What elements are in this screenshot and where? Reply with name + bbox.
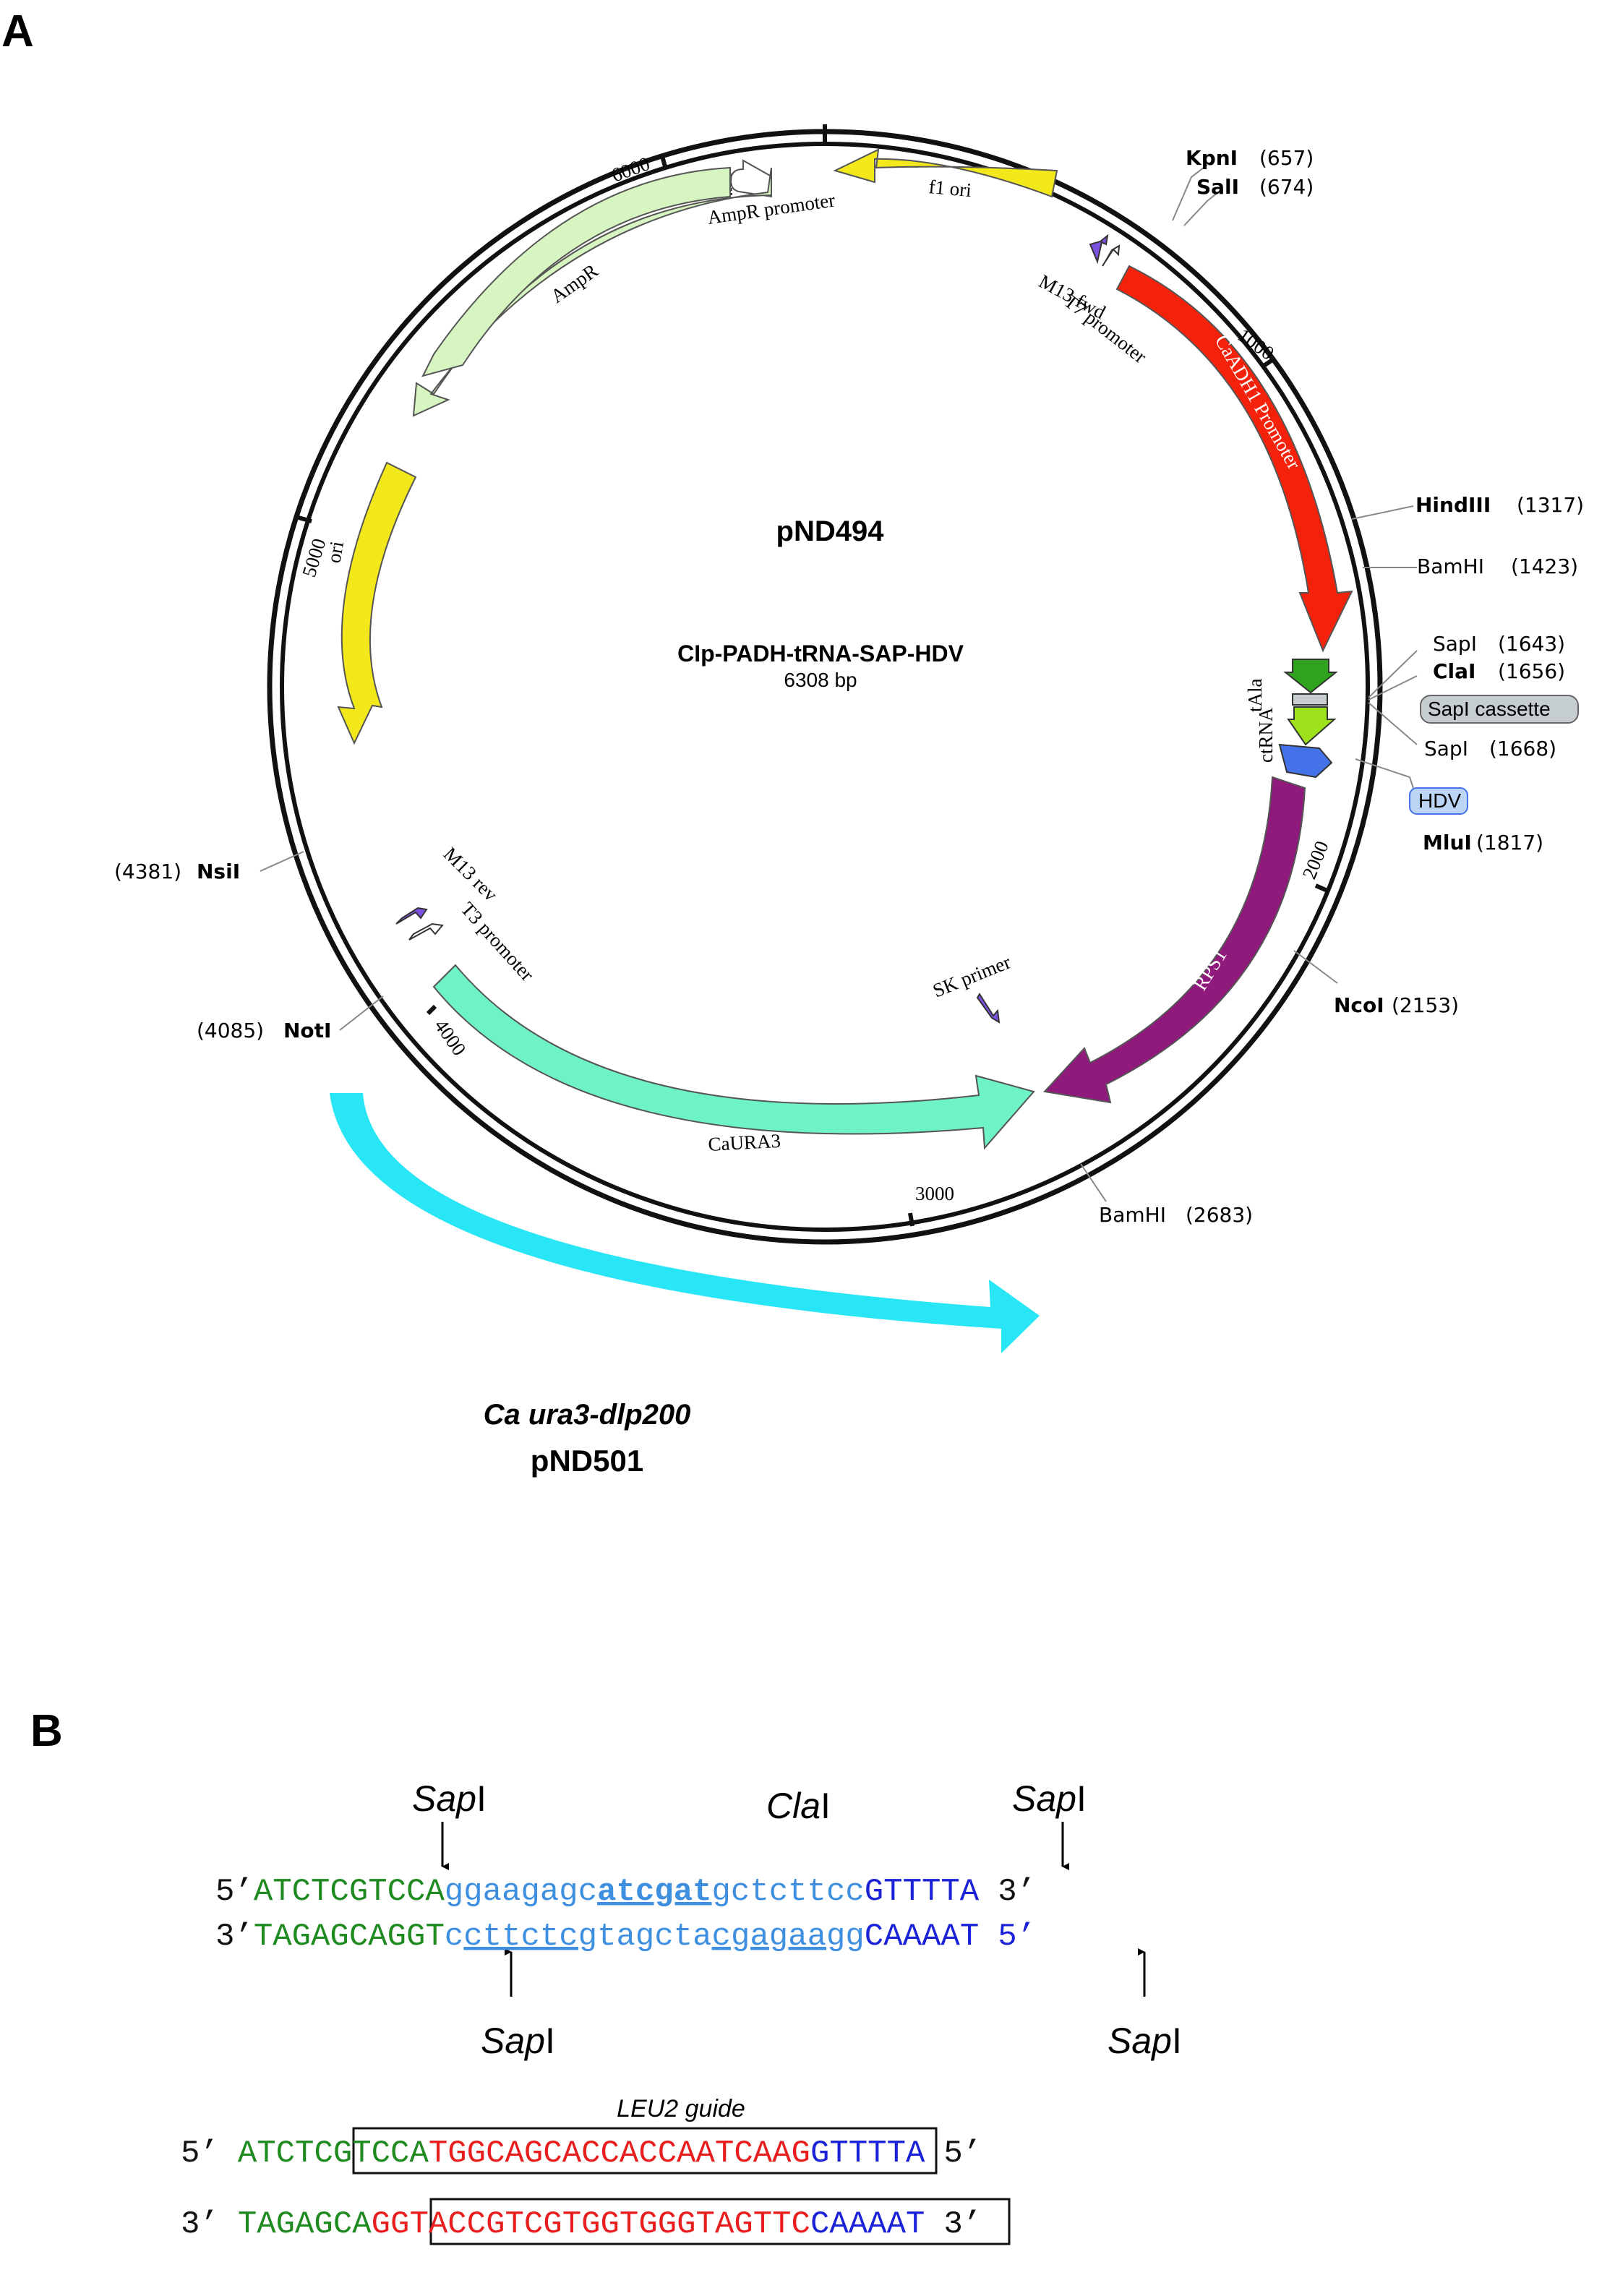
- tick-3000: 3000: [915, 1183, 954, 1204]
- cut-arrows: [441, 1822, 1146, 1997]
- site-clai-name: ClaI: [1433, 659, 1475, 683]
- label-sk-primer: SK primer: [930, 951, 1014, 1001]
- label-hdv: HDV: [1418, 789, 1461, 812]
- site-sapi1-pos: (1643): [1498, 632, 1565, 656]
- plasmid-size: 6308 bp: [784, 669, 857, 691]
- site-sapi2-name: SapI: [1424, 737, 1468, 761]
- tick-2000: 2000: [1298, 838, 1333, 882]
- label-caura3: CaURA3: [708, 1130, 781, 1155]
- deletion-arrow: [330, 1093, 1040, 1353]
- site-leaders: [260, 164, 1418, 1202]
- tick-4000: 4000: [430, 1015, 471, 1059]
- site-bamhi2-name: BamHI: [1099, 1203, 1166, 1227]
- feature-f1-ori: f1 ori: [833, 148, 1058, 201]
- restriction-sites: KpnI (657) SalI (674) HindIII (1317) Bam…: [114, 146, 1584, 1227]
- panel-b-label: B: [30, 1706, 63, 1756]
- bottom-strand: 3’TAGAGCAGGTccttctcgtagctacgagaaggCAAAAT…: [215, 1919, 1036, 1955]
- site-sali-pos: (674): [1259, 175, 1314, 199]
- label-tala: tAla: [1244, 678, 1266, 712]
- enzyme-sapi-top-right: SapI: [1012, 1778, 1087, 1819]
- feature-tala: tAla: [1244, 659, 1338, 712]
- feature-ctrna: ctRNA: [1255, 706, 1337, 763]
- feature-sapi-cassette-bar: [1292, 693, 1328, 706]
- feature-hdv: [1278, 743, 1333, 779]
- site-mlui-name: MluI: [1423, 831, 1472, 854]
- site-ncoi-pos: (2153): [1392, 993, 1459, 1017]
- feature-sk-primer: SK primer: [930, 951, 1014, 1024]
- site-ncoi-name: NcoI: [1334, 993, 1384, 1017]
- site-hindiii-pos: (1317): [1517, 493, 1584, 517]
- site-hindiii-name: HindIII: [1415, 493, 1491, 517]
- label-t3-promoter: T3 promoter: [457, 898, 539, 985]
- site-kpni-name: KpnI: [1186, 146, 1238, 170]
- feature-m13-rev: M13 rev: [395, 843, 502, 925]
- hdv-badge: [1409, 787, 1468, 815]
- site-noti-name: NotI: [283, 1019, 331, 1042]
- derivative-plasmid: pND501: [531, 1444, 643, 1478]
- enzyme-sapi-bottom-right: SapI: [1108, 2021, 1182, 2061]
- site-sapi2-pos: (1668): [1489, 737, 1556, 761]
- plasmid-name: pND494: [776, 515, 885, 547]
- enzyme-sapi-bottom-left: SapI: [481, 2021, 555, 2061]
- feature-t3-promoter: T3 promoter: [408, 898, 539, 985]
- cassette-badge: [1420, 695, 1579, 724]
- site-noti-pos: (4085): [197, 1019, 264, 1042]
- guide-label: LEU2 guide: [617, 2095, 745, 2122]
- enzyme-sapi-top-left: SapI: [412, 1778, 487, 1819]
- label-ctrna: ctRNA: [1255, 707, 1277, 763]
- guide-box-top: [352, 2127, 938, 2175]
- site-bamhi1-name: BamHI: [1417, 554, 1484, 578]
- feature-ori: ori: [322, 461, 417, 745]
- site-sapi1-name: SapI: [1433, 632, 1477, 656]
- label-m13-rev: M13 rev: [440, 843, 502, 906]
- site-bamhi2-pos: (2683): [1186, 1203, 1253, 1227]
- guide-box-bottom: [429, 2198, 1011, 2245]
- enzyme-clai: ClaI: [766, 1786, 831, 1826]
- site-bamhi1-pos: (1423): [1511, 554, 1578, 578]
- site-nsii-pos: (4381): [114, 860, 181, 883]
- plasmid-description: CIp-PADH-tRNA-SAP-HDV: [677, 641, 964, 667]
- label-sapi-cassette: SapI cassette: [1428, 698, 1551, 720]
- site-mlui-pos: (1817): [1476, 831, 1543, 854]
- feature-rps1: RPS1: [1043, 776, 1306, 1104]
- site-clai-pos: (1656): [1498, 659, 1565, 683]
- site-nsii-name: NsiI: [197, 860, 240, 883]
- derivative-allele: Ca ura3-dlp200: [484, 1399, 691, 1431]
- panel-a-label: A: [1, 7, 34, 56]
- label-f1-ori: f1 ori: [928, 176, 972, 201]
- site-sali-name: SalI: [1196, 175, 1239, 199]
- feature-caura3: CaURA3: [432, 964, 1035, 1155]
- site-kpni-pos: (657): [1259, 146, 1314, 170]
- top-strand: 5’ATCTCGTCCAggaagagcatcgatgctcttccGTTTTA…: [215, 1874, 1036, 1910]
- label-ori: ori: [322, 539, 348, 565]
